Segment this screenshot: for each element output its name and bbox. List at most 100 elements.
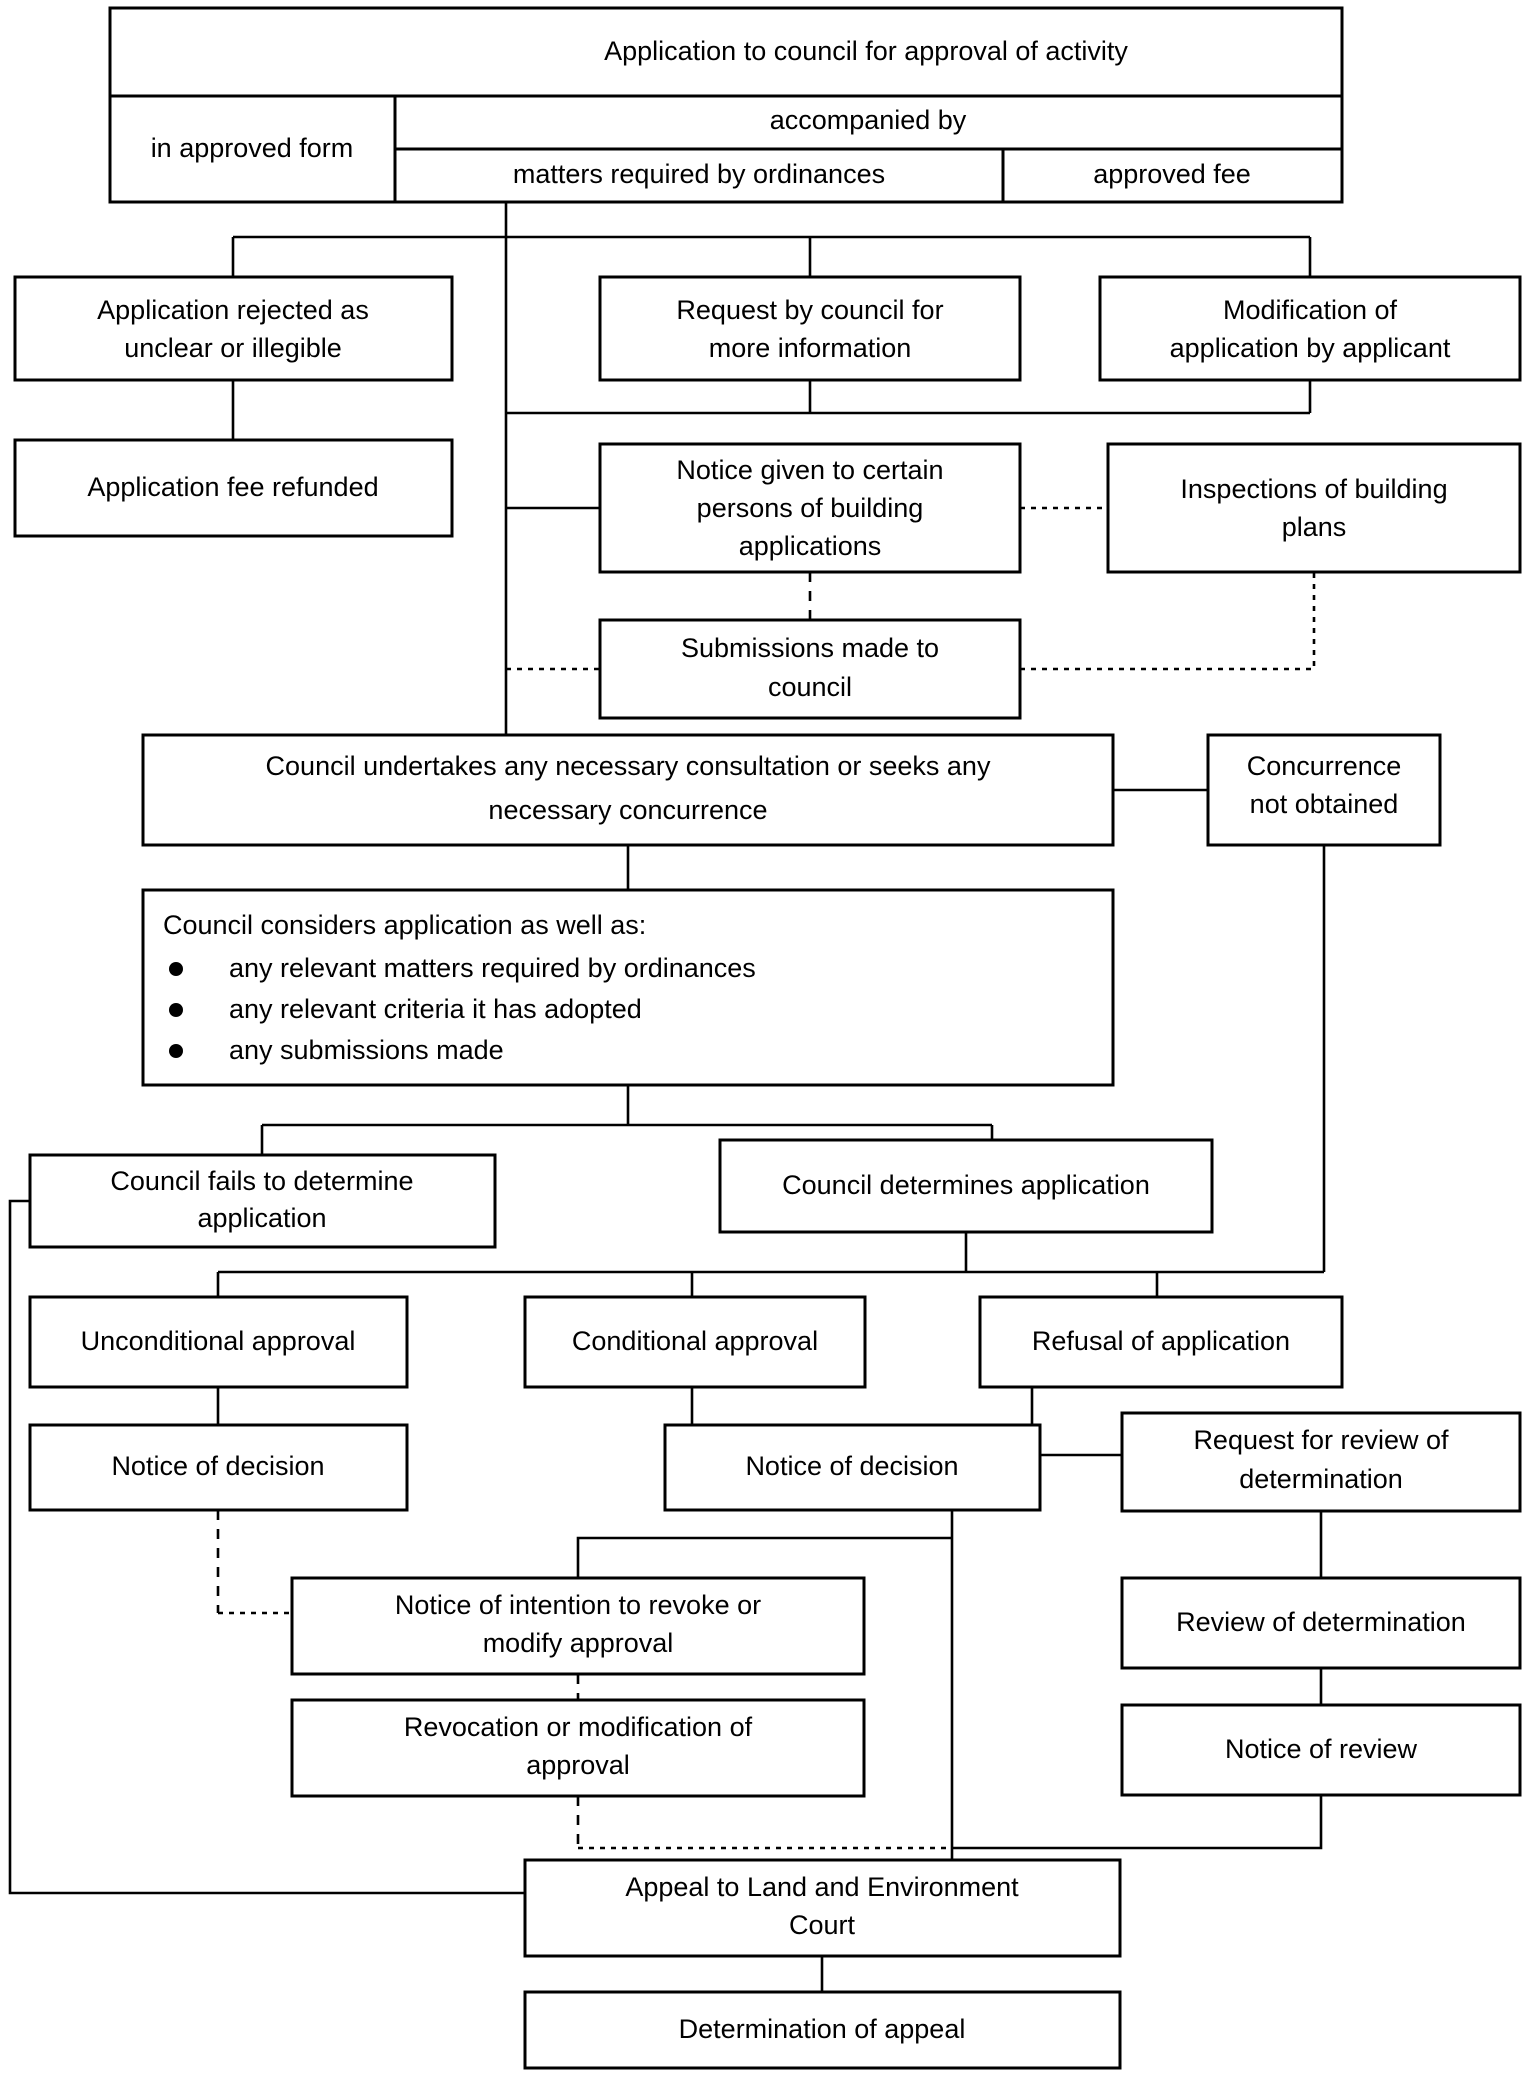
determination-appeal-label: Determination of appeal (679, 2014, 966, 2044)
inspections-of-building-plans-box (1106, 442, 1522, 574)
refusal-of-application-label: Refusal of application (1032, 1326, 1290, 1356)
notice-given-line2: persons of building (697, 493, 924, 523)
request-review-group: Request for review of determination (1120, 1411, 1522, 1578)
row2-group: Application rejected as unclear or illeg… (13, 275, 1522, 382)
notice-decision-left-label: Notice of decision (111, 1451, 324, 1481)
notice-of-review-box (1120, 1703, 1522, 1797)
accompanied-by-label: accompanied by (770, 105, 967, 135)
consultation-line1: Council undertakes any necessary consult… (266, 751, 991, 781)
dotted-submissions-to-inspections (1020, 572, 1316, 671)
connector-outcomes-to-notices (216, 1387, 1034, 1425)
submissions-group: Submissions made to council (506, 572, 1316, 720)
fails-determine-group: Council fails to determine application (8, 1153, 525, 1895)
fails-determine-line2: application (197, 1203, 326, 1233)
request-more-information-line1: Request by council for (676, 295, 943, 325)
modification-line1: Modification of (1223, 295, 1398, 325)
council-considers-group: Council considers application as well as… (141, 888, 1115, 1087)
consultation-group: Council undertakes any necessary consult… (141, 733, 1115, 847)
concurrence-line1: Concurrence (1247, 751, 1402, 781)
review-of-determination-box (1120, 1576, 1522, 1670)
council-fails-to-determine-box (28, 1153, 497, 1249)
application-fee-refunded-box (13, 438, 454, 538)
bullet-dot-2 (169, 1003, 183, 1017)
approved-fee-box (1001, 147, 1344, 204)
connector-determines-fanout (216, 1232, 1324, 1297)
outcomes-group: Unconditional approval Conditional appro… (28, 1295, 1344, 1389)
determines-application-label: Council determines application (782, 1170, 1150, 1200)
appeal-court-line2: Court (789, 1910, 856, 1940)
determination-appeal-group: Determination of appeal (523, 1990, 1122, 2070)
notice-given-line1: Notice given to certain (676, 455, 943, 485)
connector-row2-merge (504, 237, 1312, 735)
notice-intention-line1: Notice of intention to revoke or (395, 1590, 761, 1620)
revocation-group: Revocation or modification of approval (290, 1698, 952, 1850)
notice-intention-line2: modify approval (483, 1628, 674, 1658)
appeal-to-court-box (523, 1858, 1122, 1958)
request-more-information-line2: more information (709, 333, 912, 363)
considers-heading: Council considers application as well as… (163, 910, 646, 940)
notice-given-group: Notice given to certain persons of build… (506, 442, 1022, 574)
concurrence-not-obtained-box (1206, 733, 1442, 847)
notice-of-decision-left-box (28, 1423, 409, 1512)
conditional-approval-label: Conditional approval (572, 1326, 818, 1356)
fee-refunded-group: Application fee refunded (13, 438, 454, 538)
refusal-of-application-box (978, 1295, 1344, 1389)
unconditional-approval-label: Unconditional approval (81, 1326, 356, 1356)
application-rejected-line2: unclear or illegible (124, 333, 342, 363)
notice-decision-mid-group: Notice of decision (576, 1423, 1122, 1893)
notice-intention-group: Notice of intention to revoke or modify … (290, 1576, 866, 1700)
application-fee-refunded-label: Application fee refunded (87, 472, 378, 502)
application-rejected-box (13, 275, 454, 382)
inspections-group: Inspections of building plans (1020, 442, 1522, 574)
submissions-made-to-council-box (598, 618, 1022, 720)
determination-of-appeal-box (523, 1990, 1122, 2070)
unconditional-approval-box (28, 1295, 409, 1389)
in-approved-form-label: in approved form (151, 133, 354, 163)
submissions-line1: Submissions made to (681, 633, 939, 663)
in-approved-form-box (108, 94, 397, 204)
notice-decision-mid-label: Notice of decision (745, 1451, 958, 1481)
matters-required-label: matters required by ordinances (513, 159, 885, 189)
connector-top-fanout (231, 202, 1312, 277)
council-considers-box (141, 888, 1115, 1087)
considers-bullet-3: any submissions made (229, 1035, 504, 1065)
inspections-line2: plans (1282, 512, 1347, 542)
request-review-line2: determination (1239, 1464, 1403, 1494)
determines-application-group: Council determines application (718, 1138, 1214, 1234)
review-determination-group: Review of determination (1120, 1576, 1522, 1705)
appeal-court-line1: Appeal to Land and Environment (625, 1872, 1019, 1902)
bullet-dot-1 (169, 962, 183, 976)
considers-bullet-1: any relevant matters required by ordinan… (229, 953, 756, 983)
notice-given-line3: applications (739, 531, 882, 561)
application-header-label: Application to council for approval of a… (604, 36, 1128, 66)
bullet-dot-3 (169, 1044, 183, 1058)
review-determination-label: Review of determination (1176, 1607, 1466, 1637)
modification-of-application-box (1098, 275, 1522, 382)
request-for-review-box (1120, 1411, 1522, 1513)
application-header-group: Application to council for approval of a… (108, 6, 1344, 204)
considers-bullet-2: any relevant criteria it has adopted (229, 994, 642, 1024)
request-review-line1: Request for review of (1193, 1425, 1449, 1455)
application-header-box (108, 6, 1344, 98)
appeal-court-group: Appeal to Land and Environment Court (523, 1858, 1122, 1992)
notice-of-review-group: Notice of review (952, 1703, 1522, 1850)
fails-determine-line1: Council fails to determine (110, 1166, 413, 1196)
approved-fee-label: approved fee (1093, 159, 1251, 189)
submissions-line2: council (768, 672, 852, 702)
notice-of-decision-mid-box (663, 1423, 1042, 1512)
revocation-line1: Revocation or modification of (404, 1712, 753, 1742)
concurrence-line2: not obtained (1250, 789, 1399, 819)
notice-decision-left-group: Notice of decision (28, 1423, 409, 1615)
council-determines-application-box (718, 1138, 1214, 1234)
request-more-information-box (598, 275, 1022, 382)
notice-given-box (598, 442, 1022, 574)
notice-of-review-label: Notice of review (1225, 1734, 1418, 1764)
inspections-line1: Inspections of building (1180, 474, 1447, 504)
application-rejected-line1: Application rejected as (97, 295, 369, 325)
conditional-approval-box (523, 1295, 867, 1389)
modification-line2: application by applicant (1170, 333, 1451, 363)
concurrence-group: Concurrence not obtained (1113, 733, 1442, 1272)
revocation-line2: approval (526, 1750, 630, 1780)
